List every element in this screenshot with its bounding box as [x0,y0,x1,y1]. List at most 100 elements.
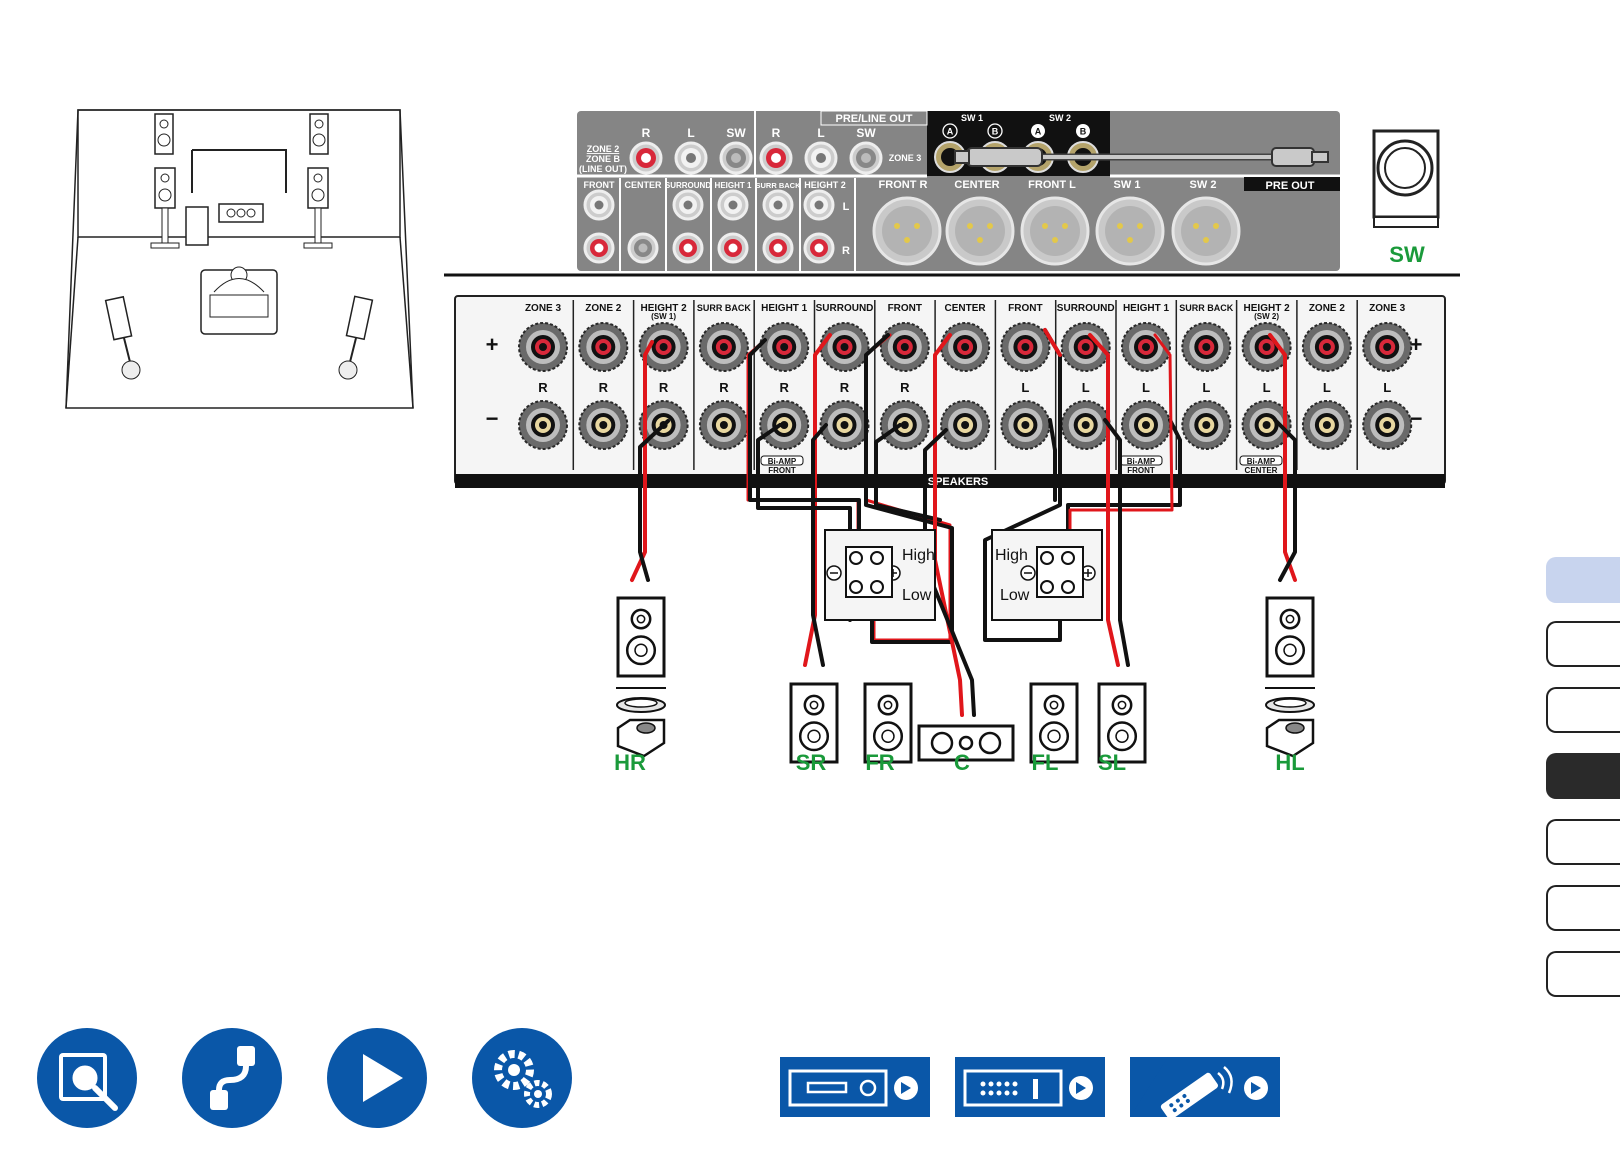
speaker-terminal-plus[interactable] [940,322,991,372]
preout-height1-l-jack[interactable] [717,189,749,221]
room-height-left-speaker [309,113,329,155]
speaker-terminal-plus[interactable] [518,322,568,372]
pre-out-header: PRE OUT [1266,180,1315,192]
speaker-column-label: SURR BACK [1179,303,1234,313]
rca-jack-zone3-l[interactable] [804,141,838,175]
speaker-terminal-plus[interactable] [638,322,689,372]
speaker-terminal-plus[interactable] [698,322,749,372]
xlr-label: FRONT L [1028,179,1076,191]
preout-surrback-l-jack[interactable] [762,189,794,221]
speaker-label-sl: SL [1098,750,1126,775]
playback-button[interactable] [327,1028,427,1128]
av-receiver-front-button[interactable] [780,1057,930,1117]
speaker-terminal-minus[interactable] [819,400,870,450]
speaker-terminal-plus[interactable] [1181,322,1232,372]
speaker-terminal-plus[interactable] [1000,322,1051,372]
speaker-terminal-minus[interactable] [1000,400,1051,450]
speaker-channel-letter: R [900,380,910,395]
sw1-label: SW 1 [961,113,983,123]
preout-surround-r-jack[interactable] [672,232,704,264]
side-tab-6[interactable] [1546,885,1620,931]
cable-connections-icon [210,1046,255,1110]
speaker-terminal-plus[interactable] [1241,322,1292,372]
speaker-terminal-minus[interactable] [1181,400,1232,450]
xlr-sw1-jack[interactable] [1095,196,1165,266]
speaker-column-label: HEIGHT 2 [1244,303,1291,314]
preout-front-r-jack[interactable] [583,232,615,264]
speaker-terminal-plus[interactable] [879,322,930,372]
rca-jack-zone3-r[interactable] [759,141,793,175]
xlr-sw2-jack[interactable] [1171,196,1241,266]
surround-left-speaker [1097,682,1147,764]
rca-jack-zone2-sw[interactable] [719,141,753,175]
speaker-terminal-minus[interactable] [879,400,930,450]
speaker-column-label: HEIGHT 2 [641,303,688,314]
room-sofa [200,266,278,335]
speaker-terminal-minus[interactable] [759,400,810,450]
rca-top-label: R [772,126,781,140]
manual-search-button[interactable] [37,1028,137,1128]
side-tab-4[interactable] [1546,753,1620,799]
speaker-terminal-minus[interactable] [1060,400,1111,450]
speaker-terminal-plus[interactable] [1060,322,1111,372]
speaker-terminal-plus[interactable] [759,322,810,372]
preout-height1-r-jack[interactable] [717,232,749,264]
preout-height2-l-jack[interactable] [803,189,835,221]
height-left-speaker [1265,596,1315,758]
speaker-label-hl: HL [1275,750,1304,775]
side-tab-7[interactable] [1546,951,1620,997]
room-surround-left-speaker [338,295,374,380]
preout-height2-r-jack[interactable] [803,232,835,264]
biamp-target: FRONT [768,466,796,475]
speaker-box-low-right: Low [902,587,932,604]
rca-jack-zone2-r[interactable] [629,141,663,175]
speaker-channel-letter: R [538,380,548,395]
room-subwoofer [185,206,209,246]
speaker-terminal-minus[interactable] [1121,400,1171,450]
speaker-terminal-minus[interactable] [1241,400,1292,450]
side-tab-2[interactable] [1546,621,1620,667]
speaker-wires [630,328,1297,717]
speaker-terminal-minus[interactable] [578,400,629,450]
speaker-terminal-minus[interactable] [1362,400,1413,450]
av-receiver-rear-button[interactable] [955,1057,1105,1117]
speaker-terminal-plus[interactable] [578,322,629,372]
speaker-terminal-plus[interactable] [1362,322,1413,372]
xlr-center-jack[interactable] [945,196,1015,266]
av-receiver-rear-icon [963,1069,1093,1107]
side-tab-1[interactable] [1546,557,1620,603]
rca-jack-zone2-l[interactable] [674,141,708,175]
xlr-label: CENTER [954,179,999,191]
preout-surround-l-jack[interactable] [672,189,704,221]
xlr-front-l-jack[interactable] [1020,196,1090,266]
zone3-label: ZONE 3 [889,153,922,163]
cable-connections-button[interactable] [182,1028,282,1128]
rca-top-label: L [817,126,824,140]
xlr-label: SW 2 [1190,179,1217,191]
speaker-label-sr: SR [796,750,827,775]
side-tab-3[interactable] [1546,687,1620,733]
speaker-terminal-plus[interactable] [819,322,870,372]
preout-front-l-jack[interactable] [583,189,615,221]
speaker-channel-letter: R [780,380,790,395]
preout-center-jack[interactable] [627,232,659,264]
speaker-box-low-left: Low [1000,587,1030,604]
speaker-terminal-plus[interactable] [1121,322,1171,372]
sw2-label: SW 2 [1049,113,1071,123]
speaker-channel-letter: R [840,380,850,395]
speaker-terminal-minus[interactable] [1301,400,1352,450]
xlr-label: FRONT R [879,179,928,191]
settings-gears-icon [494,1050,552,1108]
speaker-terminal-plus[interactable] [1301,322,1352,372]
remote-control-button[interactable] [1130,1057,1280,1117]
preout-surrback-r-jack[interactable] [762,232,794,264]
xlr-front-r-jack[interactable] [872,196,942,266]
speaker-terminal-minus[interactable] [518,400,568,450]
side-tab-5[interactable] [1546,819,1620,865]
rca-jack-zone3-sw[interactable] [849,141,883,175]
speaker-terminal-minus[interactable] [698,400,749,450]
speaker-terminal-minus[interactable] [940,400,991,450]
preout-group-label: CENTER [624,180,662,190]
settings-button[interactable] [472,1028,572,1128]
